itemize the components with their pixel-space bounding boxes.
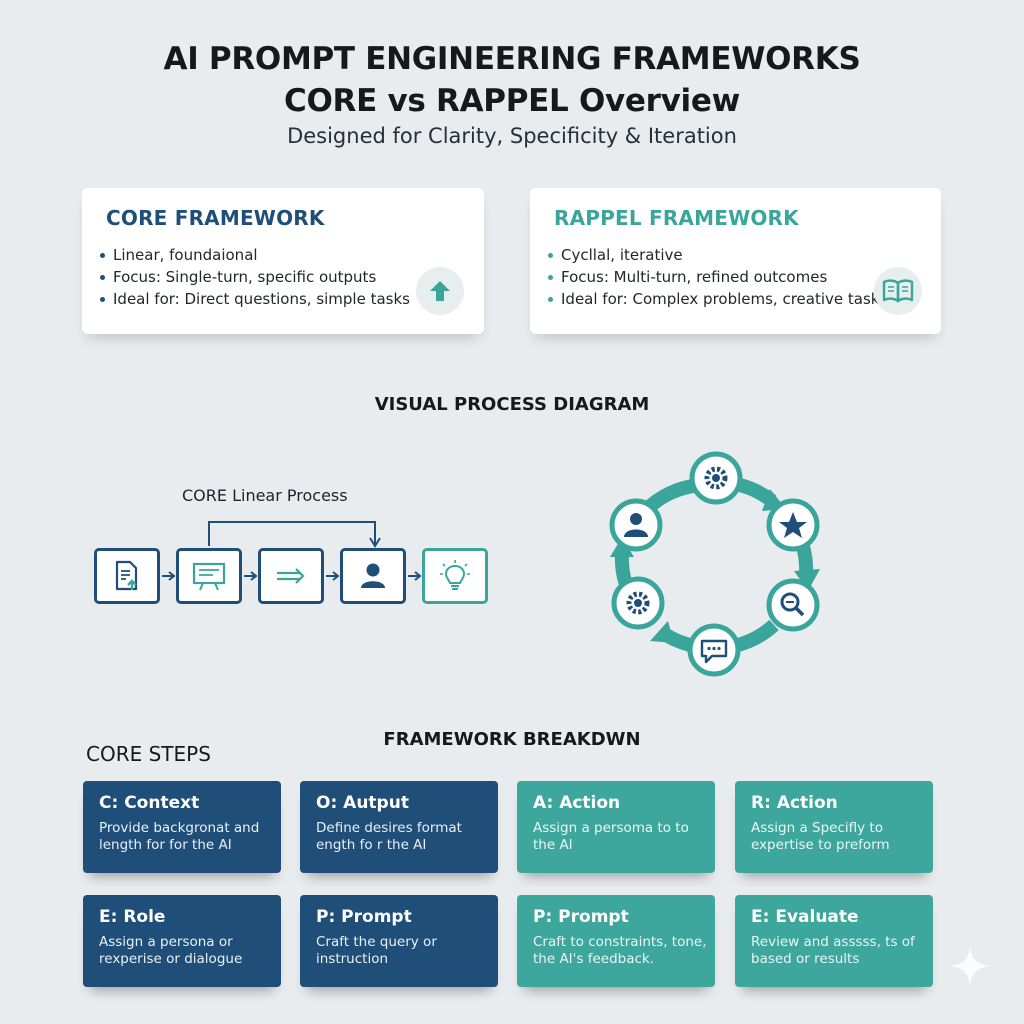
bullet-dot <box>548 296 553 302</box>
cycle-node-search <box>766 578 820 632</box>
step-card-output: O: Autput Define desires format ength fo… <box>300 781 498 873</box>
bullet-dot <box>100 274 105 280</box>
list-item: Focus: Single-turn, specific outputs <box>100 266 410 288</box>
bullet-dot <box>548 252 553 258</box>
list-item: Cycllal, iterative <box>548 244 887 266</box>
step-card-context: C: Context Provide backgronat and length… <box>83 781 281 873</box>
diagram-section-title: VISUAL PROCESS DIAGRAM <box>374 394 650 415</box>
step-arrow <box>244 571 258 581</box>
cycle-node-user <box>609 498 663 552</box>
user-icon <box>361 563 385 588</box>
title-line-1: AI PROMPT ENGINEERING FRAMEWORKS <box>163 41 861 77</box>
rappel-cycle-diagram <box>609 451 820 677</box>
linear-step-user <box>340 548 406 604</box>
cycle-node-gear-left <box>611 576 665 630</box>
cycle-node-gear-top <box>689 451 743 505</box>
card-title: A: Action <box>533 793 621 813</box>
card-title: P: Prompt <box>316 907 412 927</box>
card-title: E: Evaluate <box>751 907 859 927</box>
card-description: Assign a persona or rexperise or dialogu… <box>99 934 243 967</box>
bullet-text: Cycllal, iterative <box>561 246 683 264</box>
list-item: Ideal for: Direct questions, simple task… <box>100 288 410 310</box>
linear-process-label: CORE Linear Process <box>182 486 348 505</box>
step-card-role: E: Role Assign a persona or rexperise or… <box>83 895 281 987</box>
list-item: Linear, foundaional <box>100 244 410 266</box>
rappel-framework-title: RAPPEL FRAMEWORK <box>554 206 799 230</box>
book-icon <box>874 267 922 315</box>
card-description: Define desires format ength fo r the AI <box>316 820 462 853</box>
step-card-prompt-rappel: P: Prompt Craft to constraints, tone, th… <box>517 895 715 987</box>
linear-step-presentation <box>176 548 242 604</box>
card-description: Craft to constraints, tone, the AI's fee… <box>533 934 707 967</box>
card-title: E: Role <box>99 907 166 927</box>
document-upload-icon <box>115 560 138 591</box>
bullet-dot <box>548 274 553 280</box>
presentation-icon <box>192 562 226 591</box>
card-title: P: Prompt <box>533 907 629 927</box>
sparkle-icon <box>950 946 990 986</box>
arrow-up-icon <box>416 267 464 315</box>
rappel-framework-card: RAPPEL FRAMEWORK Cycllal, iterative Focu… <box>530 188 941 334</box>
arrow-right-icon <box>277 568 305 584</box>
step-arrow <box>162 571 176 581</box>
title-line-2: CORE vs RAPPEL Overview <box>284 83 740 119</box>
bullet-text: Focus: Single-turn, specific outputs <box>113 268 377 286</box>
bullet-text: Ideal for: Complex problems, creative ta… <box>561 290 888 308</box>
linear-step-document <box>94 548 160 604</box>
card-description: Craft the query or instruction <box>316 934 437 967</box>
step-card-action-a: A: Action Assign a persoma to to the AI <box>517 781 715 873</box>
step-arrow <box>326 571 340 581</box>
lightbulb-icon <box>440 560 470 590</box>
linear-step-arrow <box>258 548 324 604</box>
cycle-node-star <box>766 498 820 552</box>
card-description: Assign a Specifly to expertise to prefor… <box>751 820 890 853</box>
core-framework-bullets: Linear, foundaional Focus: Single-turn, … <box>100 244 410 310</box>
step-card-action-r: R: Action Assign a Specifly to expertise… <box>735 781 933 873</box>
linear-step-idea <box>422 548 488 604</box>
card-description: Provide backgronat and length for for th… <box>99 820 260 853</box>
card-description: Assign a persoma to to the AI <box>533 820 689 853</box>
card-title: O: Autput <box>316 793 409 813</box>
card-title: C: Context <box>99 793 200 813</box>
card-title: R: Action <box>751 793 838 813</box>
bullet-text: Linear, foundaional <box>113 246 258 264</box>
bullet-text: Ideal for: Direct questions, simple task… <box>113 290 410 308</box>
step-card-prompt-core: P: Prompt Craft the query or instruction <box>300 895 498 987</box>
card-description: Review and asssss, ts of based or result… <box>751 934 915 967</box>
bullet-dot <box>100 252 105 258</box>
bullet-dot <box>100 296 105 302</box>
core-framework-title: CORE FRAMEWORK <box>106 206 325 230</box>
page-title: AI PROMPT ENGINEERING FRAMEWORKS CORE vs… <box>0 38 1024 122</box>
step-arrow <box>408 571 422 581</box>
step-card-evaluate: E: Evaluate Review and asssss, ts of bas… <box>735 895 933 987</box>
list-item: Focus: Multi-turn, refined outcomes <box>548 266 887 288</box>
bullet-text: Focus: Multi-turn, refined outcomes <box>561 268 828 286</box>
core-framework-card: CORE FRAMEWORK Linear, foundaional Focus… <box>82 188 484 334</box>
core-steps-label: CORE STEPS <box>86 742 211 766</box>
list-item: Ideal for: Complex problems, creative ta… <box>548 288 887 310</box>
rappel-framework-bullets: Cycllal, iterative Focus: Multi-turn, re… <box>548 244 887 310</box>
bracket-connector <box>208 521 376 546</box>
cycle-node-chat <box>687 623 741 677</box>
page-subtitle: Designed for Clarity, Specificity & Iter… <box>287 124 737 148</box>
breakdown-section-title: FRAMEWORK BREAKDWN <box>383 729 641 750</box>
